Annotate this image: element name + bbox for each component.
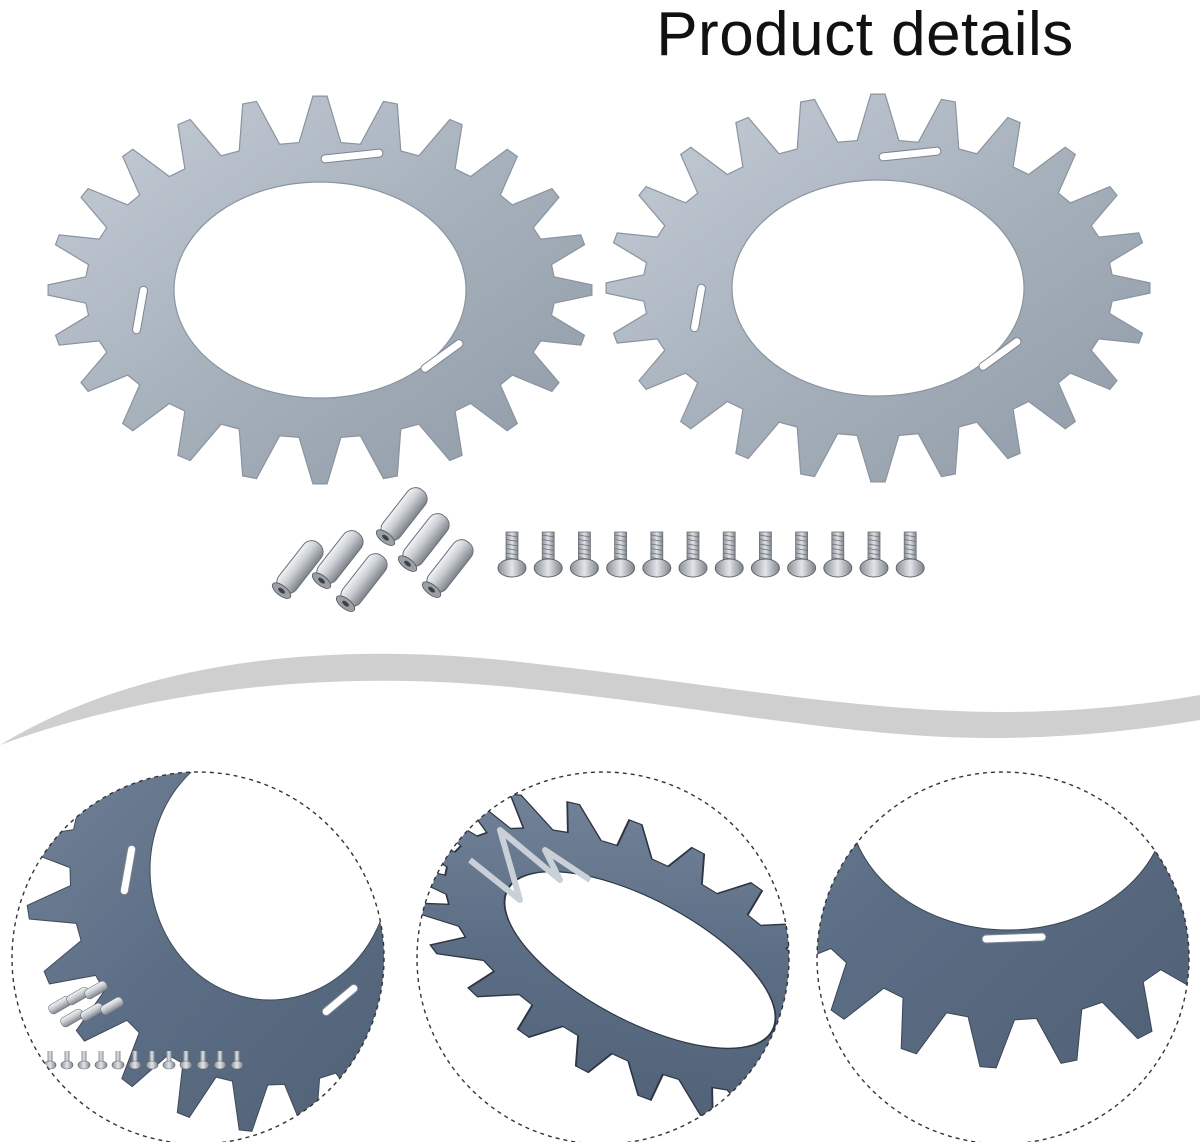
slot-closeup-1a (119, 844, 137, 896)
screws-group (497, 531, 925, 578)
screw-icon (111, 1051, 125, 1070)
screw-icon (94, 1051, 108, 1070)
page-title: Product details (656, 0, 1074, 69)
screw-icon (128, 1051, 142, 1070)
cylinder-pin-icon (421, 539, 474, 598)
screw-icon (787, 531, 817, 578)
screw-icon (859, 531, 889, 578)
closeup-3 (817, 772, 1189, 1142)
closeup-2 (417, 772, 789, 1142)
tine-highlight (468, 827, 592, 903)
cylinder-pin-icon (84, 980, 108, 1000)
slot-right (420, 339, 464, 373)
tine-wheel-right (605, 93, 1151, 483)
screw-icon (230, 1051, 244, 1070)
screw-icon (77, 1051, 91, 1070)
closeup-circles (11, 771, 1190, 1142)
swoosh-divider (0, 653, 1200, 745)
closeup-1-border (11, 771, 385, 1142)
slot-right (978, 337, 1022, 371)
tine-wheel-left (47, 95, 593, 485)
screw-icon (750, 531, 780, 578)
cylinder-pin-icon (335, 553, 388, 612)
closeup-1 (12, 772, 384, 1142)
screw-icon (895, 531, 925, 578)
slot-left (132, 285, 148, 335)
screw-icon (162, 1051, 176, 1070)
pins-group (271, 487, 474, 612)
tine-wheels (47, 93, 1151, 485)
slot-left (690, 283, 706, 333)
screw-icon (145, 1051, 159, 1070)
slot-top (320, 148, 384, 164)
slot-top (878, 146, 942, 162)
closeup-3-border (816, 771, 1190, 1142)
cylinder-pin-icon (271, 540, 324, 599)
screw-icon (823, 531, 853, 578)
closeup-2-border (416, 771, 790, 1142)
screw-icon (533, 531, 563, 578)
cylinder-pin-icon (311, 530, 364, 589)
screw-icon (569, 531, 599, 578)
slot-closeup-1b (321, 983, 359, 1017)
screw-icon (714, 531, 744, 578)
cylinder-pin-icon (375, 487, 428, 546)
cylinder-pin-icon (100, 996, 124, 1016)
screw-icon (213, 1051, 227, 1070)
screw-icon (196, 1051, 210, 1070)
screw-icon (606, 531, 636, 578)
screw-icon (642, 531, 672, 578)
slot-closeup-3 (981, 932, 1047, 944)
screw-icon (60, 1051, 74, 1070)
cylinder-pin-icon (397, 513, 450, 572)
screw-icon (497, 531, 527, 578)
screw-icon (678, 531, 708, 578)
screw-icon (179, 1051, 193, 1070)
